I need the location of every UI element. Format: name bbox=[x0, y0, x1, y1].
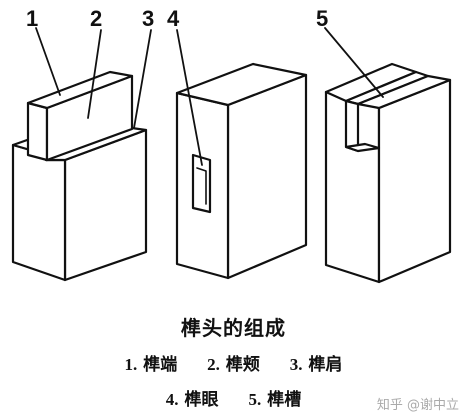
legend-item-tenon-shoulder: 3.榫肩 bbox=[289, 355, 343, 375]
tenon-block bbox=[11, 70, 148, 282]
leader-lines bbox=[35, 27, 384, 166]
callout-4: 4 bbox=[167, 6, 180, 31]
legend-item-slot: 5.榫槽 bbox=[248, 390, 302, 410]
legend-row: 4.榫眼 5.榫槽 bbox=[0, 385, 467, 410]
mortise-block bbox=[175, 62, 308, 280]
callout-5: 5 bbox=[316, 6, 329, 31]
callout-3: 3 bbox=[142, 6, 155, 31]
legend-row: 1.榫端 2.榫颊 3.榫肩 bbox=[0, 350, 467, 375]
legend-item-tenon-end: 1.榫端 bbox=[124, 355, 178, 375]
watermark: 知乎 @谢中立 bbox=[376, 398, 459, 413]
tenon-diagram bbox=[11, 27, 452, 284]
legend-item-mortise: 4.榫眼 bbox=[165, 390, 219, 410]
slot-block bbox=[324, 62, 452, 284]
callout-1: 1 bbox=[26, 6, 39, 31]
callout-2: 2 bbox=[90, 6, 103, 31]
legend-item-tenon-cheek: 2.榫颊 bbox=[207, 355, 260, 375]
caption-title: 榫头的组成 bbox=[181, 316, 286, 340]
